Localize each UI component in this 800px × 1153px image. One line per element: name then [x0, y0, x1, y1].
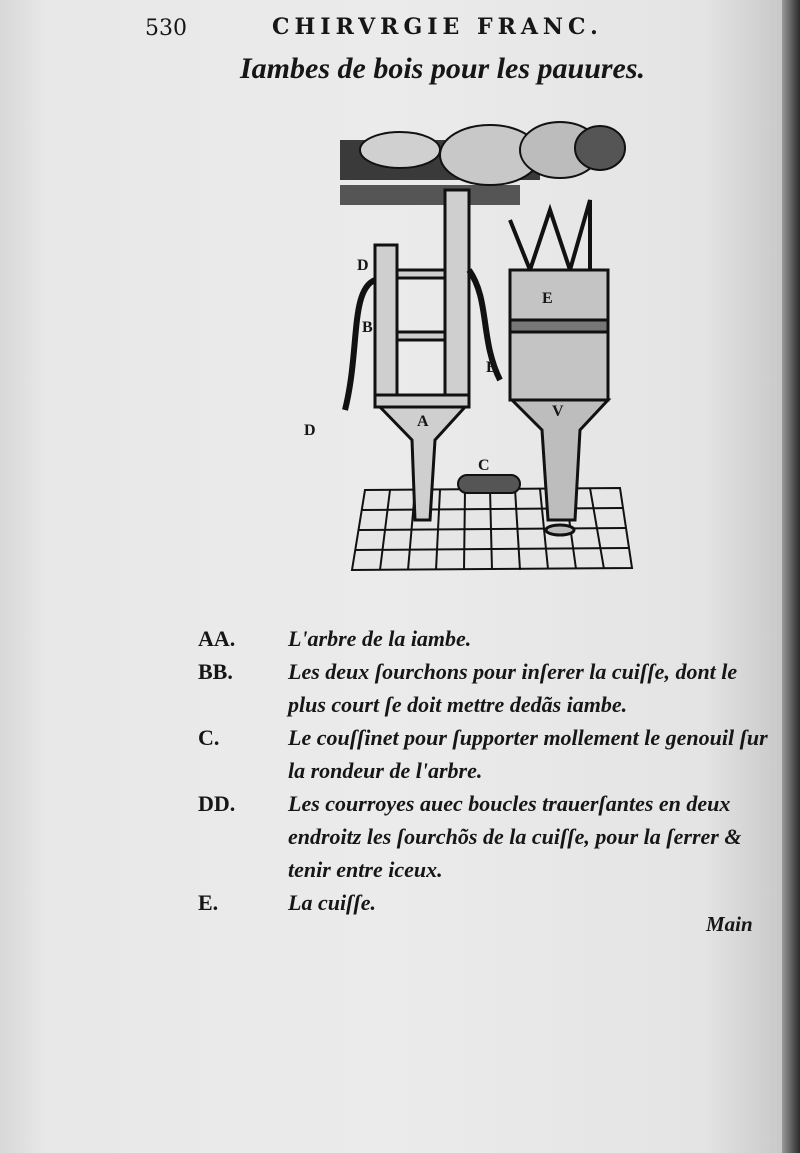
legend-item: E. La cuiſſe.	[198, 886, 778, 919]
legend-text: Le couſſinet pour ſupporter mollement le…	[288, 725, 768, 783]
legend-key: C.	[198, 725, 220, 750]
legend-key: DD.	[198, 791, 236, 816]
legend-text: La cuiſſe.	[288, 890, 376, 915]
book-gutter-edge	[782, 0, 800, 1153]
page-number: 530	[145, 16, 187, 41]
legend-text: Les courroyes auec boucles trauerſantes …	[288, 791, 742, 882]
catchword: Main	[706, 912, 753, 936]
cushion	[457, 474, 521, 494]
legend-item: DD. Les courroyes auec boucles trauerſan…	[198, 787, 778, 886]
figure-legend: AA. L'arbre de la iambe. BB. Les deux ſo…	[198, 622, 778, 919]
legend-key: AA.	[198, 626, 236, 651]
figure-labels: D B D A C V E B	[304, 257, 564, 474]
figure-label-b: B	[362, 319, 373, 336]
legend-item: AA. L'arbre de la iambe.	[198, 622, 778, 655]
legend-text: L'arbre de la iambe.	[288, 626, 472, 651]
running-title: CHIRVRGIE FRANC.	[272, 14, 603, 40]
figure-label-b: B	[486, 359, 497, 376]
figure-label-d: D	[357, 257, 369, 274]
wooden-leg-left	[342, 188, 503, 522]
figure-label-v: V	[552, 403, 564, 420]
legend-key: E.	[198, 890, 219, 915]
figure-label-d: D	[304, 422, 316, 439]
legend-item: C. Le couſſinet pour ſupporter mollement…	[198, 721, 778, 787]
page-title: Iambes de bois pour les pauures.	[240, 52, 646, 85]
woodcut-illustration: D B D A C V E B	[304, 121, 634, 572]
legend-item: BB. Les deux ſourchons pour inſerer la c…	[198, 655, 778, 721]
figure-label-e: E	[542, 290, 553, 307]
legend-text: Les deux ſourchons pour inſerer la cuiſſ…	[288, 659, 738, 717]
cloud	[340, 121, 626, 205]
figure-label-c: C	[478, 457, 490, 474]
figure-label-a: A	[417, 413, 429, 430]
legend-key: BB.	[198, 659, 233, 684]
book-page: 530 CHIRVRGIE FRANC. Iambes de bois pour…	[0, 0, 782, 1153]
wooden-leg-right	[508, 199, 612, 537]
grid-floor	[350, 486, 634, 572]
